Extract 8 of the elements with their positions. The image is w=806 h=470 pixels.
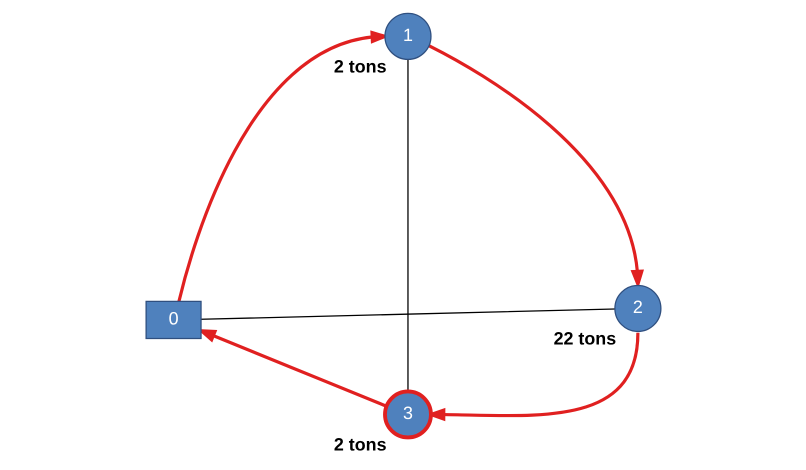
- node-circle: 2: [614, 284, 662, 332]
- connector: [200, 308, 614, 320]
- node-circle: 1: [384, 12, 432, 60]
- node-label: 22 tons: [553, 328, 616, 348]
- node-circle: 3: [382, 390, 432, 440]
- node-label: 2 tons: [333, 56, 386, 76]
- connector: [406, 60, 408, 392]
- node-box: 0: [144, 300, 202, 340]
